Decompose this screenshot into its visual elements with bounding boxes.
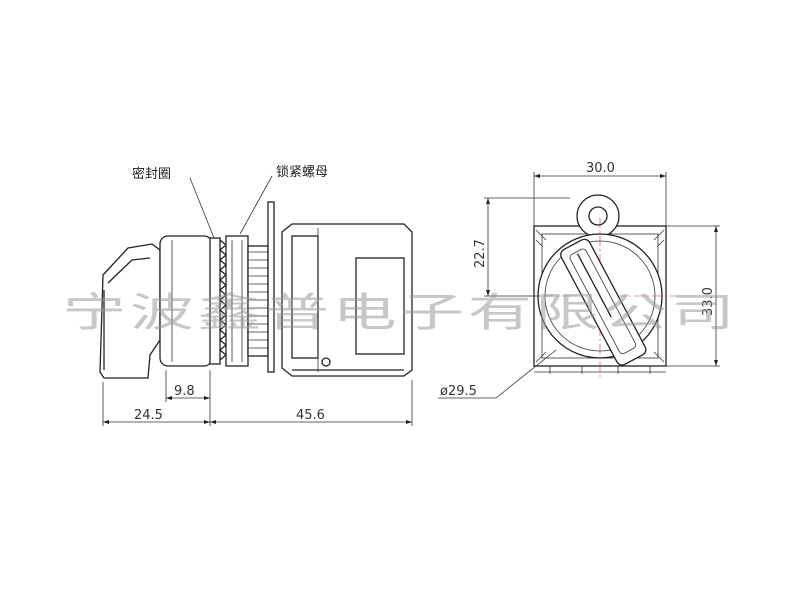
seal-ring-leader [189,177,215,239]
dim-width: 30.0 [586,161,615,176]
side-knob-lever-detail [103,257,151,370]
dim-body-length: 45.6 [296,408,325,423]
side-knob-lever [99,243,161,379]
side-panel-plate [267,201,275,373]
front-key-hole [588,206,608,226]
side-screw-icon [321,357,331,367]
side-thread [247,245,269,357]
side-view [99,201,413,379]
lock-nut-label: 锁紧螺母 [276,164,328,180]
dim-height-total: 33.0 [701,287,716,316]
dim-diameter: ø29.5 [440,384,477,399]
side-dimensions [102,370,413,426]
dim-depth: 9.8 [174,384,195,399]
side-contact-window [355,257,405,355]
dim-knob-length: 24.5 [134,408,163,423]
dim-height-upper: 22.7 [473,239,488,268]
front-dimensions [438,172,720,399]
lock-nut-leader [239,175,273,235]
front-base-ticks [549,366,651,374]
front-view [526,194,676,380]
front-corner-hatch [535,229,665,363]
company-watermark: 宁波鑫普电子有限公司 [62,290,738,336]
side-seal-ring [209,237,228,365]
front-selector-handle [560,238,647,366]
seal-ring-label: 密封圈 [132,166,171,182]
